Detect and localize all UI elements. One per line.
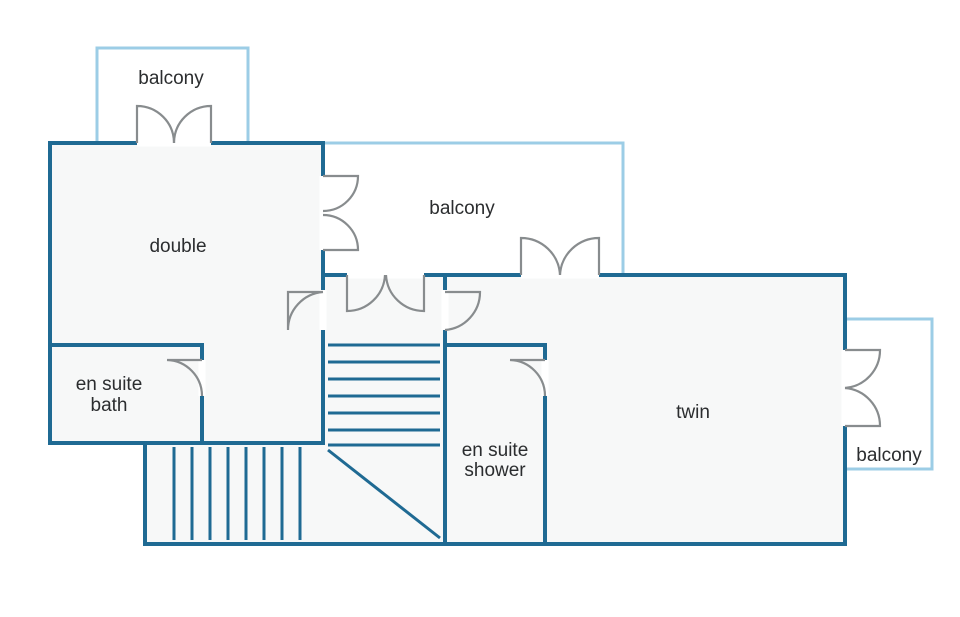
label-en-suite-bath-line2: bath [91, 395, 128, 416]
staircase-vertical [172, 447, 302, 540]
label-en-suite-shower-line2: shower [464, 460, 526, 481]
label-balcony-right: balcony [856, 445, 922, 466]
balcony-right-area [843, 317, 934, 471]
doors [135, 104, 882, 428]
label-balcony-top: balcony [138, 68, 204, 89]
balcony-middle-area [321, 141, 625, 277]
balcony-top-area [95, 46, 250, 146]
staircase-horizontal [327, 343, 441, 540]
label-twin: twin [676, 402, 710, 423]
landing-floor [323, 275, 445, 544]
label-balcony-middle: balcony [429, 198, 495, 219]
label-en-suite-shower-line1: en suite [462, 440, 529, 461]
double-room-floor [50, 143, 323, 443]
twin-room-floor [445, 275, 844, 544]
label-double: double [149, 236, 206, 257]
label-en-suite-bath-line1: en suite [76, 374, 143, 395]
